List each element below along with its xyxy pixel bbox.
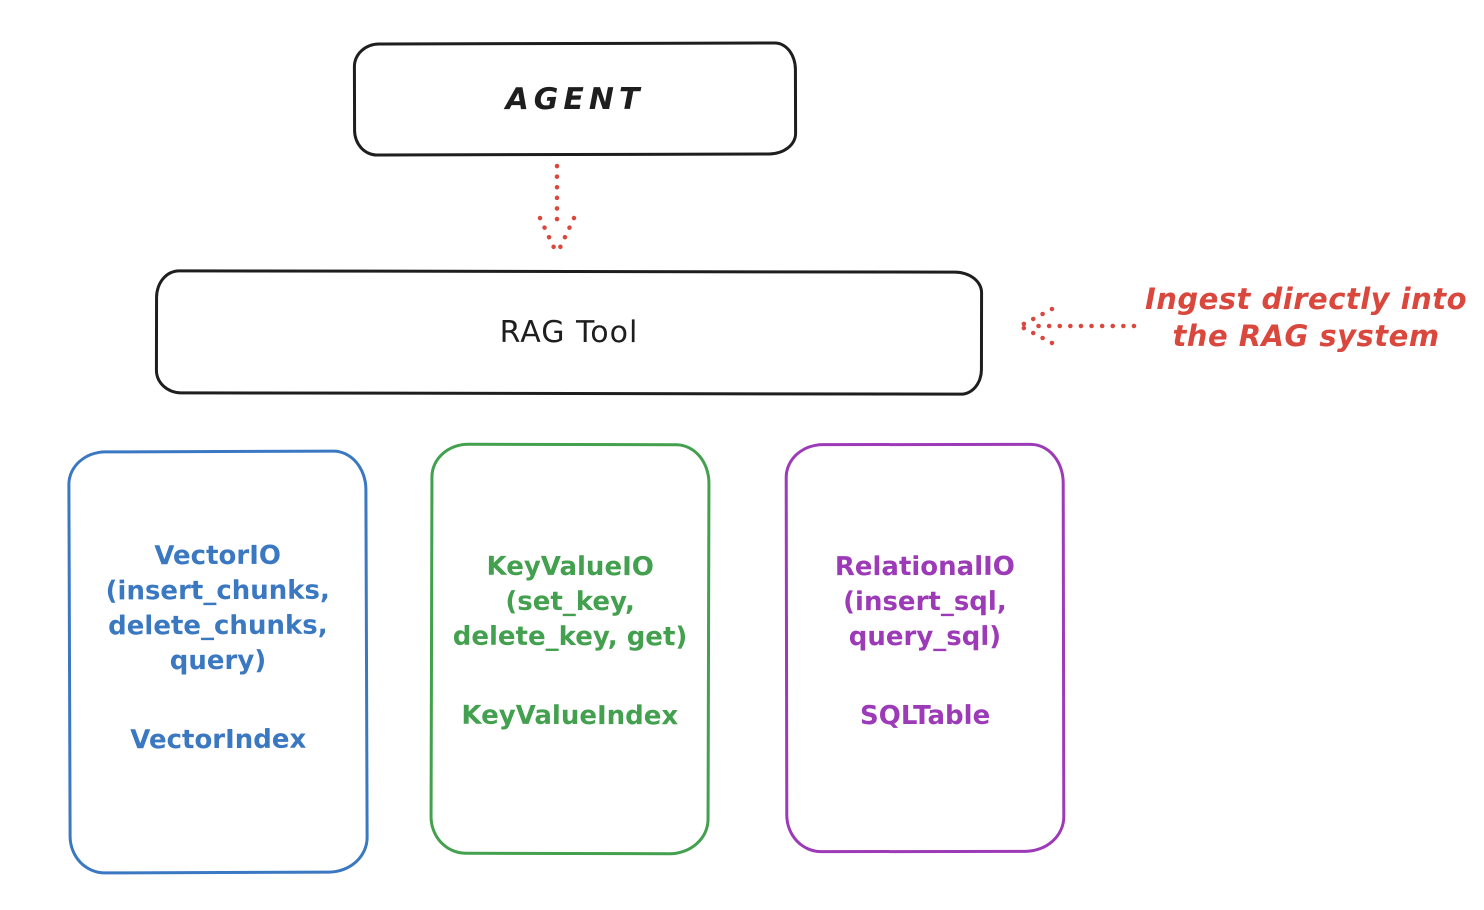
vector-io-node: VectorIO (insert_chunks, delete_chunks, …: [67, 449, 369, 875]
ingest-arrow: [1017, 306, 1137, 346]
vector-io-methods: (insert_chunks, delete_chunks, query): [105, 575, 330, 677]
keyvalue-io-node: KeyValueIO (set_key, delete_key, get) Ke…: [429, 442, 711, 856]
relational-io-node: RelationalIO (insert_sql, query_sql) SQL…: [784, 442, 1066, 854]
keyvalue-io-methods: (set_key, delete_key, get): [452, 586, 688, 653]
rag-tool-label: RAG Tool: [499, 314, 639, 351]
ingest-annotation: Ingest directly into the RAG system: [1128, 281, 1484, 354]
keyvalue-io-title: KeyValueIO: [486, 551, 654, 583]
vector-io-index: VectorIndex: [130, 725, 307, 756]
vector-io-title: VectorIO: [154, 540, 281, 572]
relational-io-title: RelationalIO: [834, 551, 1015, 583]
relational-io-index: SQLTable: [859, 701, 991, 732]
keyvalue-io-index: KeyValueIndex: [461, 700, 679, 732]
agent-to-rag-tool-arrow: [537, 163, 577, 257]
agent-label: AGENT: [505, 81, 645, 117]
agent-node: AGENT: [352, 41, 798, 157]
ingest-annotation-line2: the RAG system: [1172, 318, 1440, 353]
relational-io-methods: (insert_sql, query_sql): [843, 586, 1007, 653]
ingest-annotation-line1: Ingest directly into: [1144, 282, 1468, 316]
rag-tool-node: RAG Tool: [154, 269, 984, 396]
